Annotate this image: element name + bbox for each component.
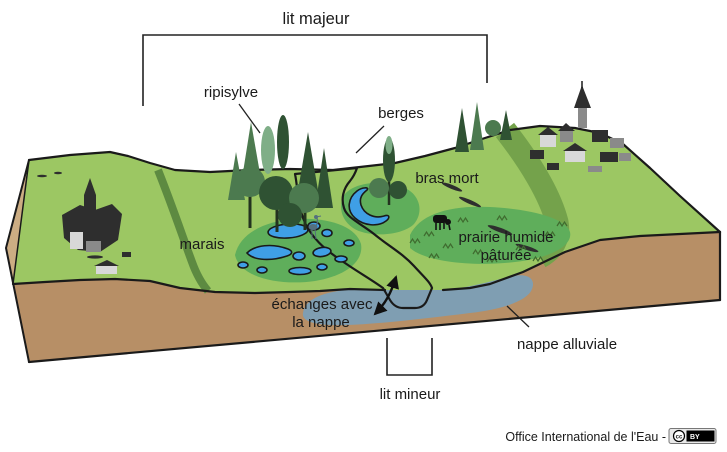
label-bras-mort: bras mort [415,170,479,187]
heron [308,215,322,240]
label-berges: berges [378,105,424,122]
attribution: Office International de l'Eau - cc BY [505,428,717,444]
surface-edge-right [441,230,722,292]
license-plate [686,430,715,442]
attribution-text: Office International de l'Eau - [505,430,666,444]
label-lit-majeur: lit majeur [283,10,350,28]
cc-icon [672,429,686,443]
block-bottom-edge [27,298,722,364]
cc-by-badge: cc BY [668,428,717,444]
surface-edge-left [11,277,387,295]
ripisylve-leader [238,103,261,134]
block-left-edge [5,159,30,363]
slope-path [154,168,212,294]
label-nappe-alluviale: nappe alluviale [517,336,617,353]
right-bank-trees [369,136,407,205]
right-village [441,81,631,253]
label-echanges-line1: échanges avec [272,296,373,313]
exchange-arrow [373,275,399,316]
cow [433,215,451,231]
nappe-leader [506,305,530,328]
label-prairie-line1: prairie humide [458,229,553,246]
lit-mineur-bracket [386,338,433,376]
label-echanges-line2: la nappe [292,314,350,331]
labels: lit majeur ripisylve berges bras mort ma… [179,10,617,403]
label-ripisylve: ripisylve [204,84,258,101]
berges-leader [355,125,385,154]
riparian-forest [228,115,333,232]
river [293,166,434,310]
lit-majeur-bracket [142,34,488,106]
grass-side-edge [12,159,30,285]
label-lit-mineur: lit mineur [380,386,441,403]
left-village [37,171,131,274]
label-prairie-line2: pâturée [481,247,532,264]
cc-icon-letters: cc [676,434,683,440]
marsh-pools [237,221,355,276]
oxbow-lake [348,187,390,226]
license-label: BY [690,434,700,441]
label-marais: marais [179,236,224,253]
